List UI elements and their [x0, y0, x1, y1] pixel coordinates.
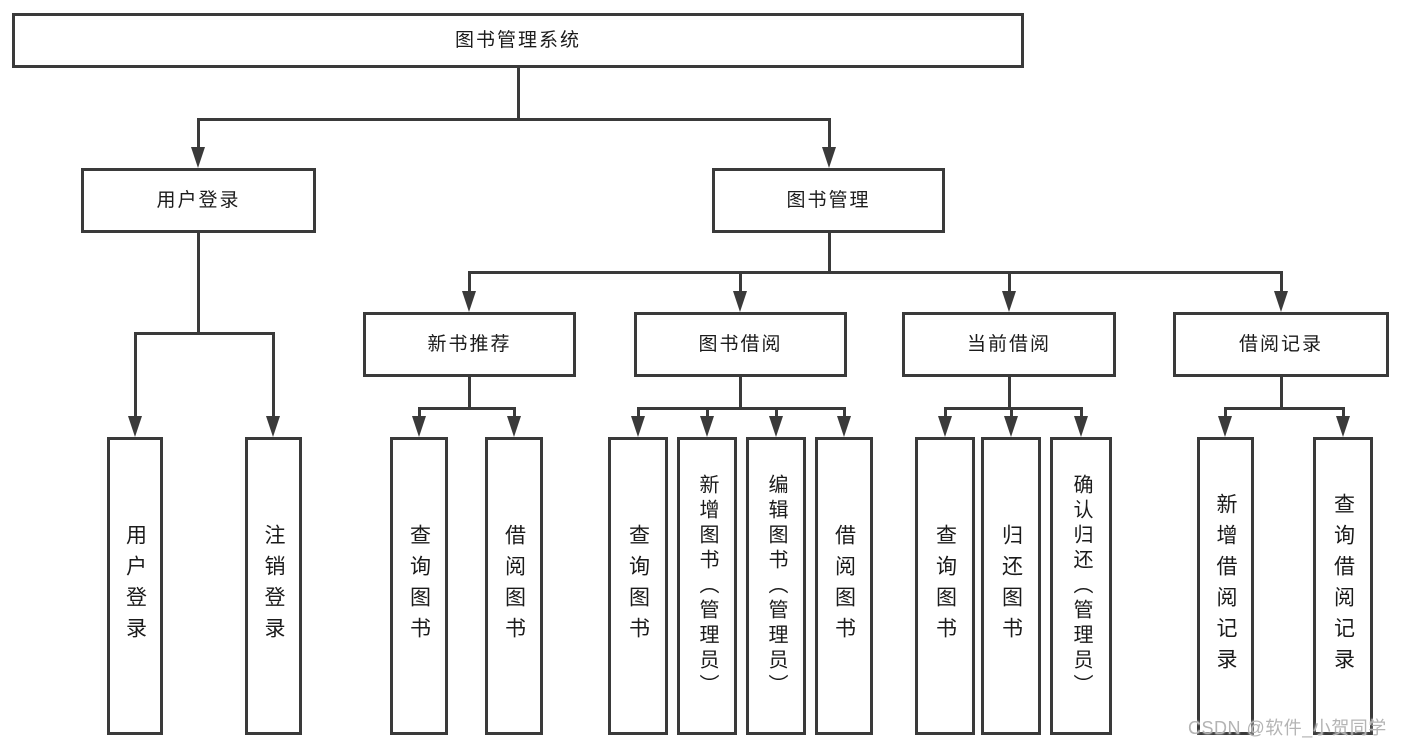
arrowhead-down [631, 416, 645, 437]
node-current-borrowing: 当前借阅 [902, 312, 1116, 377]
leaf-user-login: 用户登录 [107, 437, 163, 735]
connector [1224, 408, 1227, 419]
connector-borrow-records-bus [1224, 407, 1345, 410]
arrowhead-down [1218, 416, 1232, 437]
node-label: 图书借阅 [698, 334, 783, 355]
arrowhead-down [507, 416, 521, 437]
node-label: 当前借阅 [966, 334, 1051, 355]
leaf-label: 新增图书（管理员） [696, 473, 718, 699]
connector-book-mgmt-bus [468, 271, 1283, 274]
connector-new-book-bus [418, 407, 516, 410]
connector [513, 408, 516, 419]
leaf-edit-books-admin: 编辑图书（管理员） [746, 437, 806, 735]
node-user-login: 用户登录 [81, 168, 316, 233]
connector [1010, 408, 1013, 419]
arrowhead-down [128, 416, 142, 437]
node-label: 用户登录 [156, 190, 241, 211]
arrowhead-down [1004, 416, 1018, 437]
arrowhead-down [1274, 291, 1288, 312]
arrowhead-down [266, 416, 280, 437]
connector [197, 119, 200, 150]
connector [1080, 408, 1083, 419]
connector-book-mgmt-stub [828, 233, 831, 274]
arrowhead-down [938, 416, 952, 437]
node-book-management: 图书管理 [712, 168, 945, 233]
leaf-add-books-admin: 新增图书（管理员） [677, 437, 737, 735]
leaf-label: 注销登录 [262, 524, 285, 648]
connector-current-borrow-bus [944, 407, 1083, 410]
connector-new-book-stub [468, 377, 471, 410]
node-root: 图书管理系统 [12, 13, 1024, 68]
leaf-label: 用户登录 [123, 524, 147, 648]
leaf-add-borrow-record: 新增借阅记录 [1197, 437, 1254, 735]
connector [843, 408, 846, 419]
node-label: 新书推荐 [427, 334, 512, 355]
leaf-label: 借阅图书 [832, 524, 856, 648]
leaf-query-books-recommend: 查询图书 [390, 437, 448, 735]
leaf-query-books: 查询图书 [608, 437, 668, 735]
arrowhead-down [700, 416, 714, 437]
node-new-book-recommend: 新书推荐 [363, 312, 576, 377]
connector-level1-bus [197, 118, 831, 121]
leaf-query-books-current: 查询图书 [915, 437, 975, 735]
leaf-confirm-return-admin: 确认归还（管理员） [1050, 437, 1112, 735]
connector-user-login-stub [197, 233, 200, 335]
node-label: 图书管理 [786, 190, 871, 211]
connector [1280, 272, 1283, 294]
leaf-label: 编辑图书（管理员） [765, 473, 787, 699]
csdn-watermark: CSDN @软件_小贺同学 [1188, 718, 1387, 738]
connector [1342, 408, 1345, 419]
connector [775, 408, 778, 419]
connector [637, 408, 640, 419]
node-borrowing-records: 借阅记录 [1173, 312, 1389, 377]
leaf-return-books: 归还图书 [981, 437, 1041, 735]
leaf-borrow-books: 借阅图书 [815, 437, 873, 735]
leaf-label: 借阅图书 [502, 524, 526, 648]
connector-borrow-records-stub [1280, 377, 1283, 410]
connector [468, 272, 471, 294]
node-label: 图书管理系统 [454, 30, 581, 51]
leaf-logout: 注销登录 [245, 437, 302, 735]
connector-user-login-bus [134, 332, 275, 335]
leaf-query-borrow-record: 查询借阅记录 [1313, 437, 1373, 735]
arrowhead-down [191, 147, 205, 168]
arrowhead-down [1336, 416, 1350, 437]
leaf-label: 确认归还（管理员） [1070, 473, 1092, 699]
leaf-label: 查询图书 [933, 524, 957, 648]
connector [828, 119, 831, 150]
arrowhead-down [837, 416, 851, 437]
connector [1008, 272, 1011, 294]
connector [706, 408, 709, 419]
arrowhead-down [462, 291, 476, 312]
leaf-label: 归还图书 [999, 524, 1023, 648]
connector-book-borrow-stub [739, 377, 742, 410]
connector [134, 333, 137, 419]
leaf-label: 查询图书 [407, 524, 431, 648]
arrowhead-down [1074, 416, 1088, 437]
connector [272, 333, 275, 419]
arrowhead-down [733, 291, 747, 312]
connector-root-stub [517, 68, 520, 121]
leaf-borrow-books-recommend: 借阅图书 [485, 437, 543, 735]
arrowhead-down [1002, 291, 1016, 312]
connector [418, 408, 421, 419]
leaf-label: 查询借阅记录 [1331, 493, 1355, 679]
node-book-borrowing: 图书借阅 [634, 312, 847, 377]
arrowhead-down [769, 416, 783, 437]
connector-current-borrow-stub [1008, 377, 1011, 410]
connector [739, 272, 742, 294]
connector-book-borrow-bus [637, 407, 846, 410]
arrowhead-down [412, 416, 426, 437]
node-label: 借阅记录 [1238, 334, 1323, 355]
arrowhead-down [822, 147, 836, 168]
leaf-label: 新增借阅记录 [1214, 493, 1237, 679]
connector [944, 408, 947, 419]
leaf-label: 查询图书 [626, 524, 650, 648]
